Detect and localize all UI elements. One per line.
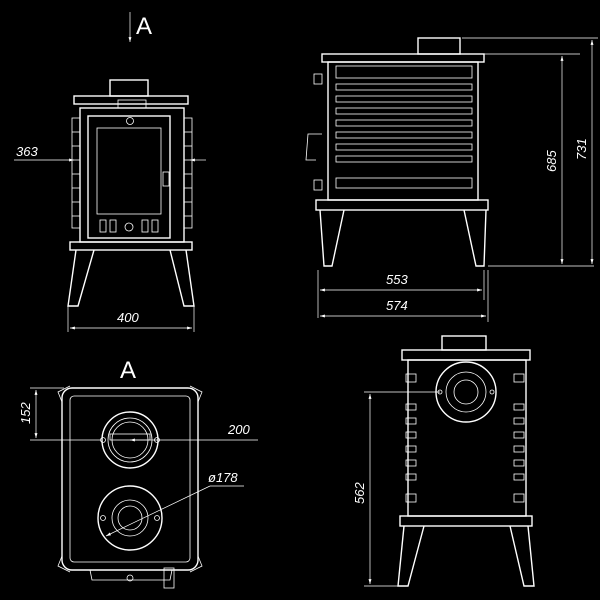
dim-flue-spacing: 200 bbox=[130, 422, 258, 442]
dim-depth-total: 574 bbox=[320, 270, 489, 322]
side-top-plate bbox=[321, 53, 485, 63]
svg-text:200: 200 bbox=[227, 422, 250, 437]
rear-top-plate bbox=[401, 349, 531, 361]
section-label: A bbox=[136, 13, 152, 40]
top-outer-plate bbox=[61, 387, 199, 571]
dim-base-width: 400 bbox=[67, 306, 195, 332]
side-leg-left bbox=[319, 209, 345, 267]
rear-flue-outlet bbox=[435, 361, 497, 423]
side-flue-collar bbox=[417, 37, 461, 55]
rear-left-fins bbox=[405, 373, 417, 503]
side-body bbox=[327, 61, 479, 201]
dim-front-width: 363 bbox=[14, 144, 206, 162]
air-knob bbox=[126, 117, 134, 125]
view-label: A bbox=[120, 357, 136, 384]
flue-collar bbox=[109, 79, 149, 97]
svg-text:574: 574 bbox=[386, 298, 408, 313]
side-fins bbox=[335, 65, 473, 189]
dim-depth-top: 553 bbox=[317, 270, 485, 318]
top-view: A 152 bbox=[18, 357, 258, 589]
top-plate bbox=[73, 95, 189, 105]
side-leg-right bbox=[463, 209, 487, 267]
dim-height-body: 685 bbox=[484, 53, 594, 267]
rear-base-plate bbox=[399, 515, 533, 527]
ash-vents bbox=[99, 219, 159, 233]
dim-hob-diameter: ø178 bbox=[105, 470, 244, 537]
dim-height-total: 731 bbox=[462, 37, 598, 264]
side-hinge-top bbox=[313, 73, 323, 85]
svg-text:152: 152 bbox=[18, 402, 33, 424]
side-hinge-bottom bbox=[313, 179, 323, 191]
top-front-edge bbox=[89, 569, 173, 581]
front-view: A bbox=[14, 12, 206, 332]
base-plate bbox=[69, 241, 193, 251]
right-side-ribs bbox=[183, 117, 193, 229]
svg-text:400: 400 bbox=[117, 310, 139, 325]
left-side-ribs bbox=[71, 117, 81, 229]
svg-text:553: 553 bbox=[386, 272, 408, 287]
door-glass bbox=[96, 127, 162, 215]
door-frame bbox=[87, 115, 171, 239]
rear-leg-left bbox=[397, 525, 425, 587]
svg-text:685: 685 bbox=[544, 150, 559, 172]
rear-view: 562 bbox=[352, 335, 535, 587]
svg-text:731: 731 bbox=[574, 138, 589, 160]
svg-text:ø178: ø178 bbox=[208, 470, 238, 485]
dim-flue-offset: 152 bbox=[18, 387, 100, 441]
leg-right bbox=[169, 249, 195, 307]
rear-flue-collar bbox=[441, 335, 487, 351]
door-handle bbox=[162, 171, 170, 187]
rear-leg-right bbox=[509, 525, 535, 587]
dim-rear-flue-height: 562 bbox=[352, 391, 440, 587]
top-air-knob bbox=[126, 574, 134, 582]
side-door-handle bbox=[305, 133, 322, 161]
leg-left bbox=[67, 249, 95, 307]
side-view: 553 574 685 731 bbox=[305, 37, 598, 322]
rear-right-fins bbox=[513, 373, 525, 503]
rear-body bbox=[407, 359, 527, 517]
top-inner-plate bbox=[69, 395, 191, 563]
svg-text:562: 562 bbox=[352, 482, 367, 504]
side-base-plate bbox=[315, 199, 489, 211]
section-arrow: A bbox=[128, 12, 152, 42]
top-control-knob bbox=[163, 567, 175, 589]
svg-text:363: 363 bbox=[16, 144, 38, 159]
hob-ring bbox=[97, 485, 163, 551]
top-corner-brackets bbox=[57, 385, 203, 573]
